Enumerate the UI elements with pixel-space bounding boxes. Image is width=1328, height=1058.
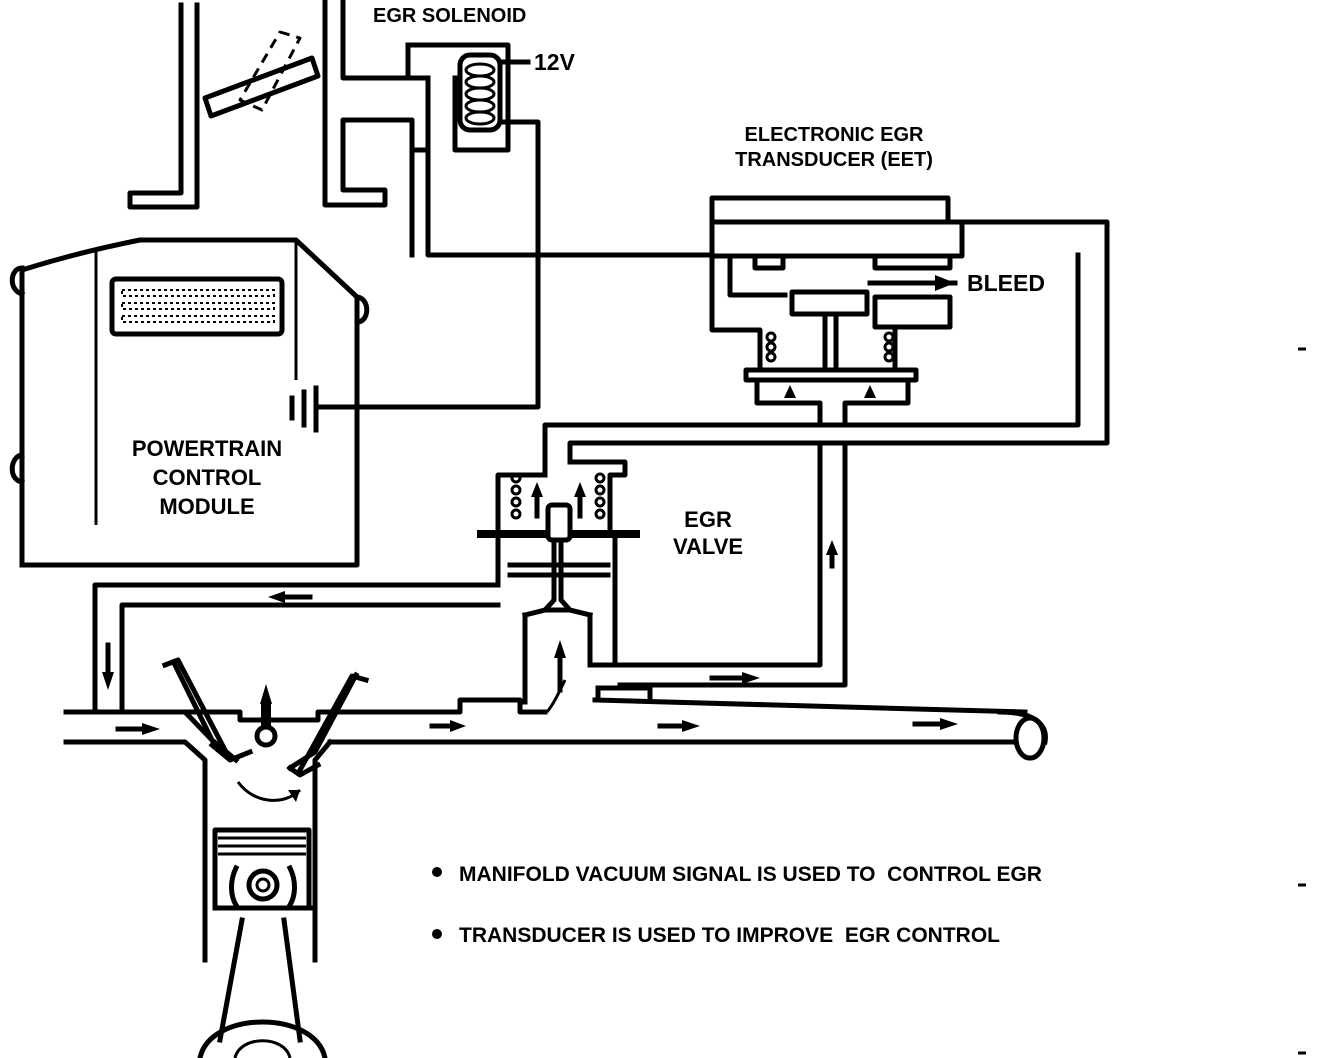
solenoid-coil-icon	[464, 62, 496, 126]
bullet-icon	[432, 929, 442, 939]
egr-spring-left-icon	[510, 472, 522, 520]
egr-recirculation-passage	[63, 582, 501, 715]
egr-solenoid-label: EGR SOLENOID	[373, 5, 526, 27]
egr-solenoid	[354, 42, 541, 410]
transducer-spring-right-icon	[883, 331, 895, 363]
pcm-label-line1: POWERTRAIN	[132, 436, 282, 461]
exhaust-manifold	[119, 685, 1048, 963]
eet-transducer	[709, 195, 965, 428]
note-item: MANIFOLD VACUUM SIGNAL IS USED TO CONTRO…	[459, 863, 1042, 886]
pcm-label-line2: CONTROL	[153, 465, 262, 490]
engine-cylinder	[161, 657, 370, 1058]
spark-plug-icon	[254, 684, 278, 748]
vacuum-hose-eet-to-egr	[542, 219, 1110, 478]
egr-valve-label-line1: EGR	[684, 507, 732, 532]
transducer-spring-left-icon	[765, 331, 777, 363]
eet-label-line2: TRANSDUCER (EET)	[735, 149, 933, 171]
intake-manifold	[63, 709, 216, 963]
vacuum-hose-manifold-to-eet	[409, 75, 715, 258]
egr-valve	[477, 459, 640, 713]
egr-spring-right-icon	[594, 472, 606, 520]
throttle-body	[127, 0, 431, 210]
note-item: TRANSDUCER IS USED TO IMPROVE EGR CONTRO…	[459, 924, 1000, 947]
bleed-label: BLEED	[967, 270, 1045, 296]
bullet-icon	[432, 867, 442, 877]
voltage-label: 12V	[534, 49, 576, 75]
egr-valve-label-line2: VALVE	[673, 534, 743, 559]
notes-list: MANIFOLD VACUUM SIGNAL IS USED TO CONTRO…	[432, 863, 1042, 947]
margin-marks	[1298, 347, 1306, 1055]
exhaust-feed-line	[592, 440, 848, 688]
pcm-label-line3: MODULE	[159, 494, 254, 519]
pcm-connector	[109, 276, 285, 337]
throttle-plate	[202, 55, 321, 119]
ground-symbol-icon	[289, 385, 360, 433]
eet-label-line1: ELECTRONIC EGR	[745, 124, 924, 146]
powertrain-control-module	[9, 237, 370, 568]
